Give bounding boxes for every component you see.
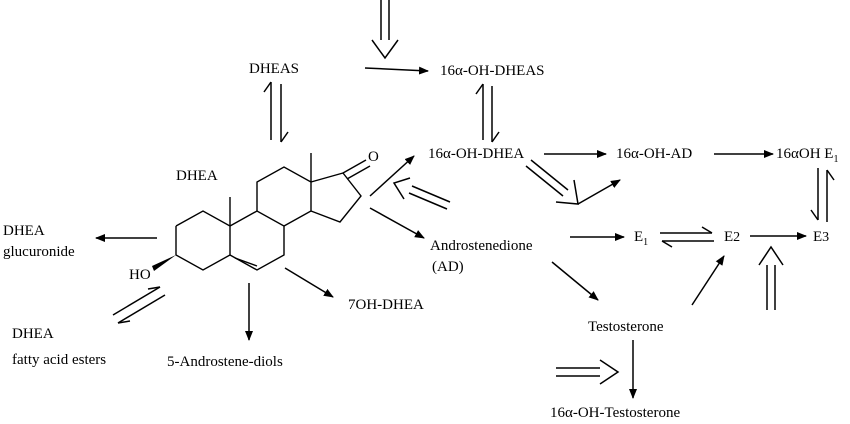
- e1-sub: 1: [643, 237, 649, 248]
- dhea-label: DHEA: [176, 168, 218, 184]
- e2-sub: 2: [733, 230, 741, 245]
- dhea-esters-line1: DHEA: [12, 326, 54, 342]
- ohe1-e3-equilibrium: [810, 168, 835, 222]
- arrow-dhea-to-ohdhea: [369, 155, 415, 197]
- oh-e1-text: 16αOH E: [776, 146, 834, 162]
- arrow-dhea-to-7oh: [284, 267, 334, 298]
- e2-text: E: [724, 229, 734, 245]
- e3-label: E3: [813, 228, 829, 247]
- androstene-diols-label: 5-Androstene-diols: [167, 354, 283, 370]
- oh7-dhea-label: 7OH-DHEA: [348, 297, 424, 313]
- e1-e2-equilibrium: [660, 226, 714, 248]
- dhea-esters-line2: fatty acid esters: [12, 352, 107, 368]
- oh-ad-label: 16α-OH-AD: [616, 146, 693, 162]
- oh-e1-sub: 1: [833, 154, 839, 165]
- androstenedione-line2: (AD): [432, 259, 464, 275]
- top-input-arrow: [371, 0, 399, 60]
- bottom-input-arrow: [556, 359, 620, 385]
- e1-text: E: [634, 229, 644, 245]
- e3-sub: 3: [822, 230, 830, 245]
- reaction-arrows: [95, 66, 807, 399]
- ho-label: HO: [129, 267, 151, 283]
- arrow-testosterone-to-e2: [691, 255, 725, 306]
- oh-e1-label: 16αOH E1: [776, 145, 838, 169]
- dhea-glucuronide-line2: glucuronide: [3, 244, 75, 260]
- dhea-to-ad-hollow-arrow: [525, 159, 579, 205]
- testosterone-label: Testosterone: [588, 319, 664, 335]
- androstenedione-line1: Androstenedione: [430, 238, 533, 254]
- e3-text: E: [813, 229, 823, 245]
- e2-label: E2: [724, 228, 740, 247]
- e3-input-arrow: [758, 245, 784, 310]
- oh-testosterone-label: 16α-OH-Testosterone: [550, 405, 681, 421]
- dhea-glucuronide-line1: DHEA: [3, 223, 45, 239]
- wedge-bond: [152, 255, 176, 271]
- dheas-dhea-equilibrium: [263, 81, 289, 143]
- arrow-v-to-ohad: [577, 179, 621, 205]
- arrow-dheas-to-ohdheas: [364, 66, 429, 75]
- dheas-label: DHEAS: [249, 61, 300, 77]
- dhea-esters-equilibrium: [112, 286, 166, 324]
- e1-label: E1: [634, 228, 648, 252]
- arrow-ad-to-testosterone: [551, 261, 599, 301]
- oh-dheas-label: 16α-OH-DHEAS: [440, 63, 545, 79]
- carbonyl-o-label: O: [368, 149, 379, 165]
- ohdheas-ohdhea-equilibrium: [475, 83, 500, 143]
- oh-dhea-label: 16α-OH-DHEA: [428, 146, 525, 162]
- ad-to-dhea-hollow-arrow: [392, 177, 451, 210]
- arrow-dhea-to-ad: [369, 207, 425, 239]
